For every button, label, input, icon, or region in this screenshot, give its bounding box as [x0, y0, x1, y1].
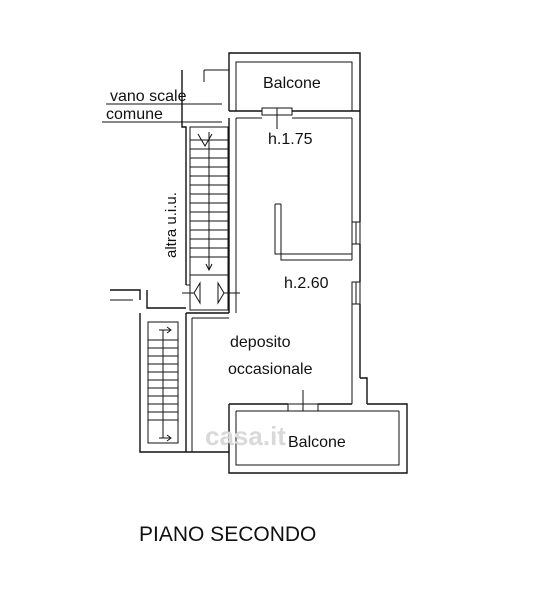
balcony-top [228, 52, 361, 129]
stair-label-line2: comune [106, 106, 163, 123]
watermark: casa.it [205, 421, 286, 451]
stair-label-line1: vano scale [110, 88, 187, 105]
storage-label-line1: deposito [230, 334, 291, 351]
height-lower-label: h.2.60 [284, 275, 329, 292]
height-upper-label: h.1.75 [268, 131, 313, 148]
balcony-bottom [228, 390, 408, 474]
stair-landing-doors [182, 274, 240, 311]
balcony-top-label: Balcone [263, 75, 321, 92]
other-unit-label: altra u.i.u. [163, 192, 180, 258]
plan-title: PIANO SECONDO [139, 523, 316, 546]
stair-treads-upper [190, 132, 228, 272]
common-stairwell [110, 69, 240, 311]
storage-walls [185, 312, 229, 453]
balcony-bottom-label: Balcone [288, 434, 346, 451]
storage-label-line2: occasionale [228, 361, 313, 378]
unit-walls [228, 111, 368, 404]
stair-lower [139, 313, 186, 453]
